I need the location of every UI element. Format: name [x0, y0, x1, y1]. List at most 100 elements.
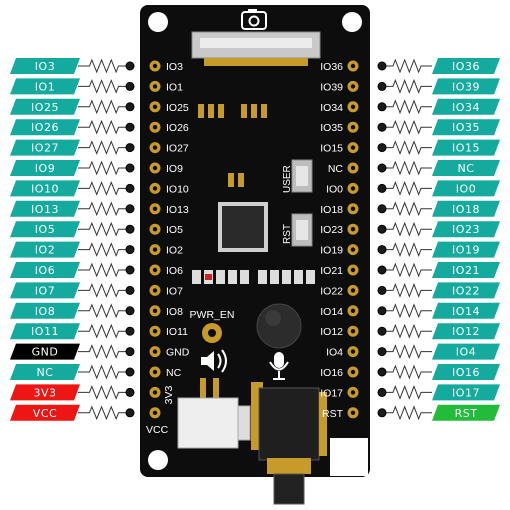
- pin-tag-left-io5: [10, 221, 80, 238]
- header-pad-hole: [350, 206, 356, 211]
- pin-label-right-io39: IO39: [320, 81, 343, 93]
- wire-end-left-nc: [125, 367, 135, 377]
- pin-tag-right-io15: [432, 139, 500, 156]
- pin-tag-label: IO26: [31, 121, 59, 134]
- header-pad-hole: [152, 349, 158, 354]
- microphone-icon: [269, 352, 289, 380]
- pin-tag-label: IO35: [452, 121, 480, 134]
- wire-right-io4: [382, 344, 432, 359]
- pin-label-left-io5: IO5: [166, 224, 183, 236]
- pin-tag-right-io4: [432, 343, 500, 360]
- pin-label-left-io8: IO8: [166, 306, 183, 318]
- pin-label-left-vcc: VCC: [146, 424, 169, 436]
- wire-right-io34: [382, 99, 432, 115]
- pin-tag-label: IO22: [452, 284, 480, 297]
- user-button-label: USER: [282, 165, 293, 193]
- audio-jack: [251, 382, 327, 505]
- mounting-hole-bottom-left: [148, 450, 168, 470]
- camera-connector: [191, 31, 321, 66]
- wire-left-io5: [78, 221, 130, 237]
- pin-tag-left-io9: [10, 160, 80, 176]
- wire-right-io16: [382, 364, 432, 380]
- header-pad-hole: [152, 145, 158, 150]
- pin-tag-right-io35: [432, 119, 500, 136]
- wire-left-io26: [78, 119, 130, 135]
- header-pad-hole: [350, 165, 356, 171]
- pin-tag-label: VCC: [33, 407, 57, 420]
- pin-label-right-io17: IO17: [320, 387, 343, 399]
- pin-tag-label: IO39: [452, 80, 480, 93]
- wire-left-io9: [78, 160, 130, 176]
- right-pin-header: IO36IO39IO34IO35IO15NCIO0IO18IO23IO19IO2…: [320, 60, 359, 420]
- header-pad-hole: [350, 186, 356, 191]
- pin-tag-left-io26: [10, 119, 80, 136]
- wire-end-right-io36: [377, 61, 387, 71]
- pin-tag-left-io11: [10, 323, 80, 340]
- pin-label-right-io14: IO14: [320, 306, 343, 318]
- pin-label-right-io15: IO15: [320, 143, 343, 155]
- wire-end-left-io8: [125, 306, 135, 316]
- pin-label-right-io21: IO21: [320, 265, 343, 277]
- pin-label-left-io6: IO6: [166, 265, 183, 277]
- pin-tag-label: IO11: [31, 325, 59, 338]
- pin-tag-right-io21: [432, 262, 500, 278]
- wire-right-io18: [382, 201, 432, 217]
- pin-tag-label: IO7: [35, 284, 55, 297]
- pin-tag-left-3v3: [10, 384, 80, 401]
- wire-end-left-io10: [125, 183, 135, 193]
- wire-end-left-io6: [125, 265, 135, 275]
- wire-end-right-io22: [377, 285, 387, 295]
- wire-left-io6: [78, 262, 130, 278]
- pin-tag-left-io2: [10, 241, 80, 258]
- pin-tag-label: IO1: [35, 80, 55, 93]
- pin-tag-label: GND: [32, 346, 59, 359]
- pin-label-left-nc: NC: [166, 367, 182, 379]
- pin-tag-right-io18: [432, 200, 500, 217]
- pin-tag-label: IO25: [31, 101, 59, 114]
- wire-right-io22: [382, 283, 432, 298]
- pin-label-left-io1: IO1: [166, 81, 183, 93]
- pin-tag-right-io19: [432, 241, 500, 258]
- wire-end-right-io0: [377, 183, 387, 193]
- pin-tag-label: NC: [37, 366, 54, 379]
- pin-tag-label: 3V3: [33, 386, 56, 399]
- header-pad-hole: [152, 308, 158, 313]
- reset-button: [291, 213, 313, 247]
- header-pad-hole: [350, 63, 356, 69]
- pin-label-left-io2: IO2: [166, 245, 183, 257]
- wire-end-left-io5: [125, 224, 135, 234]
- wire-end-left-io27: [125, 143, 135, 153]
- pin-label-right-nc: NC: [328, 163, 344, 175]
- pin-tag-label: IO21: [452, 264, 480, 277]
- pin-tag-left-io8: [10, 302, 80, 319]
- wire-end-left-vcc: [125, 408, 135, 418]
- wire-end-right-io19: [377, 245, 387, 255]
- wire-end-left-io26: [125, 122, 135, 132]
- pin-tag-label: IO18: [452, 203, 480, 216]
- wire-right-io23: [382, 221, 432, 237]
- right-pin-tags: IO36IO39IO34IO35IO15NCIO0IO18IO23IO19IO2…: [432, 58, 500, 421]
- wire-left-io1: [78, 79, 130, 94]
- header-pad-hole: [152, 247, 158, 252]
- wire-left-nc: [78, 364, 130, 380]
- wire-end-left-io13: [125, 204, 135, 214]
- pin-tag-label: IO12: [452, 325, 480, 338]
- pin-label-left-gnd: GND: [166, 347, 190, 359]
- wire-right-io39: [382, 79, 432, 94]
- header-pad-hole: [152, 63, 158, 69]
- header-pad-hole: [152, 227, 158, 232]
- pin-tag-label: IO14: [452, 305, 480, 318]
- wire-end-left-gnd: [125, 347, 135, 357]
- board-corner-marker: [330, 438, 368, 476]
- pin-label-left-io9: IO9: [166, 163, 183, 175]
- pin-label-right-io22: IO22: [320, 285, 343, 297]
- pin-tag-label: NC: [458, 162, 475, 175]
- pin-label-right-io36: IO36: [320, 61, 343, 73]
- pin-label-left-io11: IO11: [166, 326, 188, 338]
- pin-label-right-io34: IO34: [320, 102, 343, 114]
- pin-tag-label: IO15: [452, 142, 480, 155]
- wire-end-right-io18: [377, 204, 387, 214]
- wire-right-io35: [382, 119, 432, 135]
- pin-label-right-io0: IO0: [326, 183, 343, 195]
- pin-tag-label: IO16: [452, 366, 480, 379]
